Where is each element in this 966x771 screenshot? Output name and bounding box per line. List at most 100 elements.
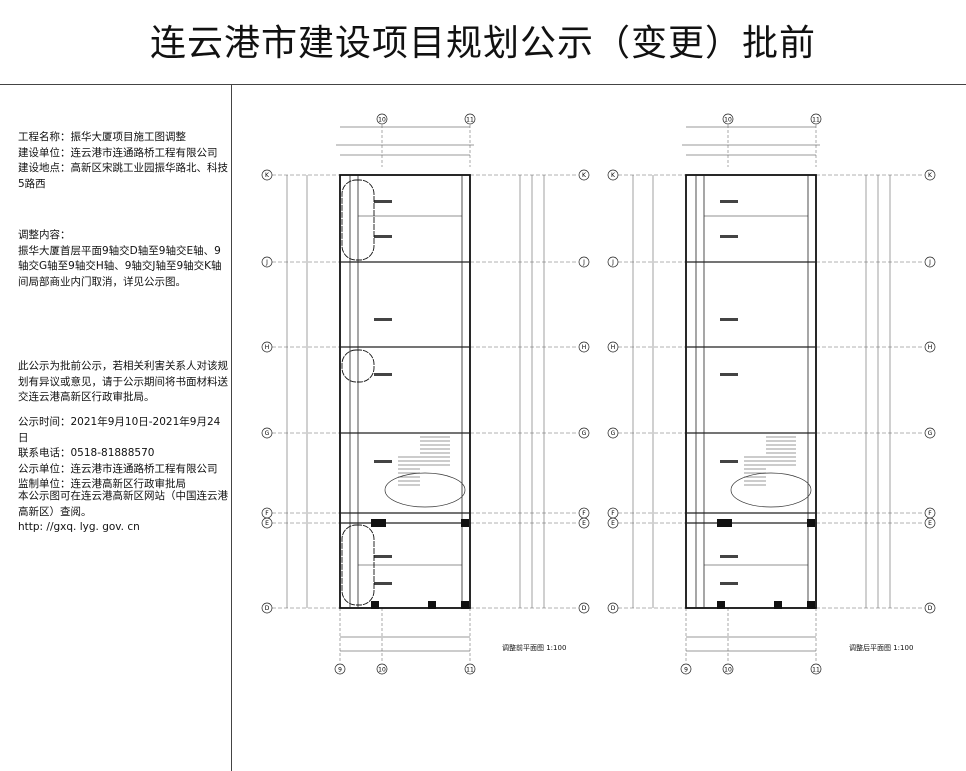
room-tag	[374, 373, 392, 376]
axis-bubble	[376, 663, 388, 675]
website-text: 本公示图可在连云港高新区网站（中国连云港高新区）查阅。	[18, 490, 228, 518]
room-tag	[374, 582, 392, 585]
column	[461, 601, 469, 609]
room-tag	[374, 318, 392, 321]
axis-label: H	[582, 344, 587, 351]
room-tag	[374, 200, 392, 203]
adjustment-content: 振华大厦首层平面9轴交D轴至9轴交E轴、9轴交G轴至9轴交H轴、9轴交J轴至9轴…	[18, 244, 222, 288]
axis-bubble	[376, 113, 388, 125]
axis-bubble	[578, 341, 590, 353]
axis-bubble	[578, 427, 590, 439]
supervisor-unit: 监制单位：连云港高新区行政审批局	[18, 478, 186, 490]
axis-label: K	[582, 172, 587, 179]
axis-label: E	[265, 520, 269, 527]
room-tag	[720, 460, 738, 463]
axis-bubble	[607, 169, 619, 181]
axis-bubble	[924, 169, 936, 181]
before-plan-caption: 调整前平面图 1:100	[502, 644, 567, 652]
axis-label: G	[265, 430, 270, 437]
axis-bubble	[607, 256, 619, 268]
contact-phone: 联系电话：0518-81888570	[18, 447, 155, 459]
axis-label: E	[611, 520, 615, 527]
lobby-outline	[730, 472, 812, 508]
outer-wall	[339, 174, 471, 609]
axis-label: 10	[724, 667, 732, 674]
axis-bubble	[261, 602, 273, 614]
axis-bubble	[924, 602, 936, 614]
axis-label: D	[582, 605, 587, 612]
axis-label: 10	[378, 667, 386, 674]
publicity-period: 公示时间：2021年9月10日-2021年9月24日	[18, 416, 221, 444]
axis-label: 11	[466, 117, 474, 124]
axis-label: F	[265, 510, 269, 517]
axis-bubble	[578, 169, 590, 181]
adjustment-info: 调整内容： 振华大厦首层平面9轴交D轴至9轴交E轴、9轴交G轴至9轴交H轴、9轴…	[18, 228, 230, 290]
column	[378, 519, 386, 527]
room-tag	[720, 235, 738, 238]
room-tag	[374, 460, 392, 463]
project-info: 工程名称：振华大厦项目施工图调整 建设单位：连云港市连通路桥工程有限公司 建设地…	[18, 130, 230, 192]
adjustment-heading: 调整内容：	[18, 229, 71, 241]
column	[371, 601, 379, 609]
axis-bubble	[261, 517, 273, 529]
axis-label: 11	[812, 117, 820, 124]
revision-cloud	[341, 179, 375, 261]
publisher-unit: 公示单位：连云港市连通路桥工程有限公司	[18, 462, 218, 475]
column	[371, 519, 379, 527]
axis-label: 9	[338, 667, 342, 674]
notice-text: 此公示为批前公示，若相关利害关系人对该规划有异议或意见，请于公示期间将书面材料送…	[18, 360, 228, 403]
axis-label: J	[265, 259, 268, 266]
column	[807, 601, 815, 609]
room-tag	[374, 235, 392, 238]
project-location: 建设地点：高新区宋跳工业园振华路北、科技5路西	[18, 162, 228, 190]
axis-label: F	[611, 510, 615, 517]
info-panel: 工程名称：振华大厦项目施工图调整 建设单位：连云港市连通路桥工程有限公司 建设地…	[0, 85, 232, 771]
axis-label: H	[928, 344, 933, 351]
room-tag	[720, 373, 738, 376]
axis-bubble	[722, 113, 734, 125]
column	[717, 601, 725, 609]
axis-bubble	[680, 663, 692, 675]
revision-cloud	[341, 524, 375, 606]
room-tag	[720, 200, 738, 203]
room-tag	[720, 318, 738, 321]
axis-bubble	[261, 169, 273, 181]
axis-label: H	[265, 344, 270, 351]
axis-bubble	[261, 427, 273, 439]
room-tag	[720, 555, 738, 558]
axis-label: J	[611, 259, 614, 266]
axis-label: 11	[812, 667, 820, 674]
axis-label: F	[582, 510, 586, 517]
axis-bubble	[607, 341, 619, 353]
axis-bubble	[607, 602, 619, 614]
axis-label: F	[928, 510, 932, 517]
project-name: 工程名称：振华大厦项目施工图调整	[18, 131, 186, 143]
axis-label: D	[265, 605, 270, 612]
website-url[interactable]: http: //gxq. lyg. gov. cn	[18, 521, 140, 533]
axis-bubble	[607, 517, 619, 529]
axis-bubble	[464, 663, 476, 675]
axis-label: G	[611, 430, 616, 437]
axis-bubble	[924, 256, 936, 268]
column	[717, 519, 725, 527]
column	[428, 601, 436, 609]
website-info: 本公示图可在连云港高新区网站（中国连云港高新区）查阅。 http: //gxq.…	[18, 489, 230, 536]
axis-label: E	[582, 520, 586, 527]
axis-label: G	[582, 430, 587, 437]
axis-bubble	[578, 517, 590, 529]
axis-bubble	[810, 663, 822, 675]
axis-bubble	[924, 517, 936, 529]
axis-label: 11	[466, 667, 474, 674]
axis-bubble	[261, 341, 273, 353]
lobby-outline	[384, 472, 466, 508]
axis-bubble	[334, 663, 346, 675]
axis-label: K	[928, 172, 933, 179]
axis-label: K	[265, 172, 270, 179]
axis-label: 10	[378, 117, 386, 124]
project-builder: 建设单位：连云港市连通路桥工程有限公司	[18, 146, 218, 159]
axis-bubble	[261, 256, 273, 268]
axis-label: E	[928, 520, 932, 527]
axis-bubble	[578, 602, 590, 614]
